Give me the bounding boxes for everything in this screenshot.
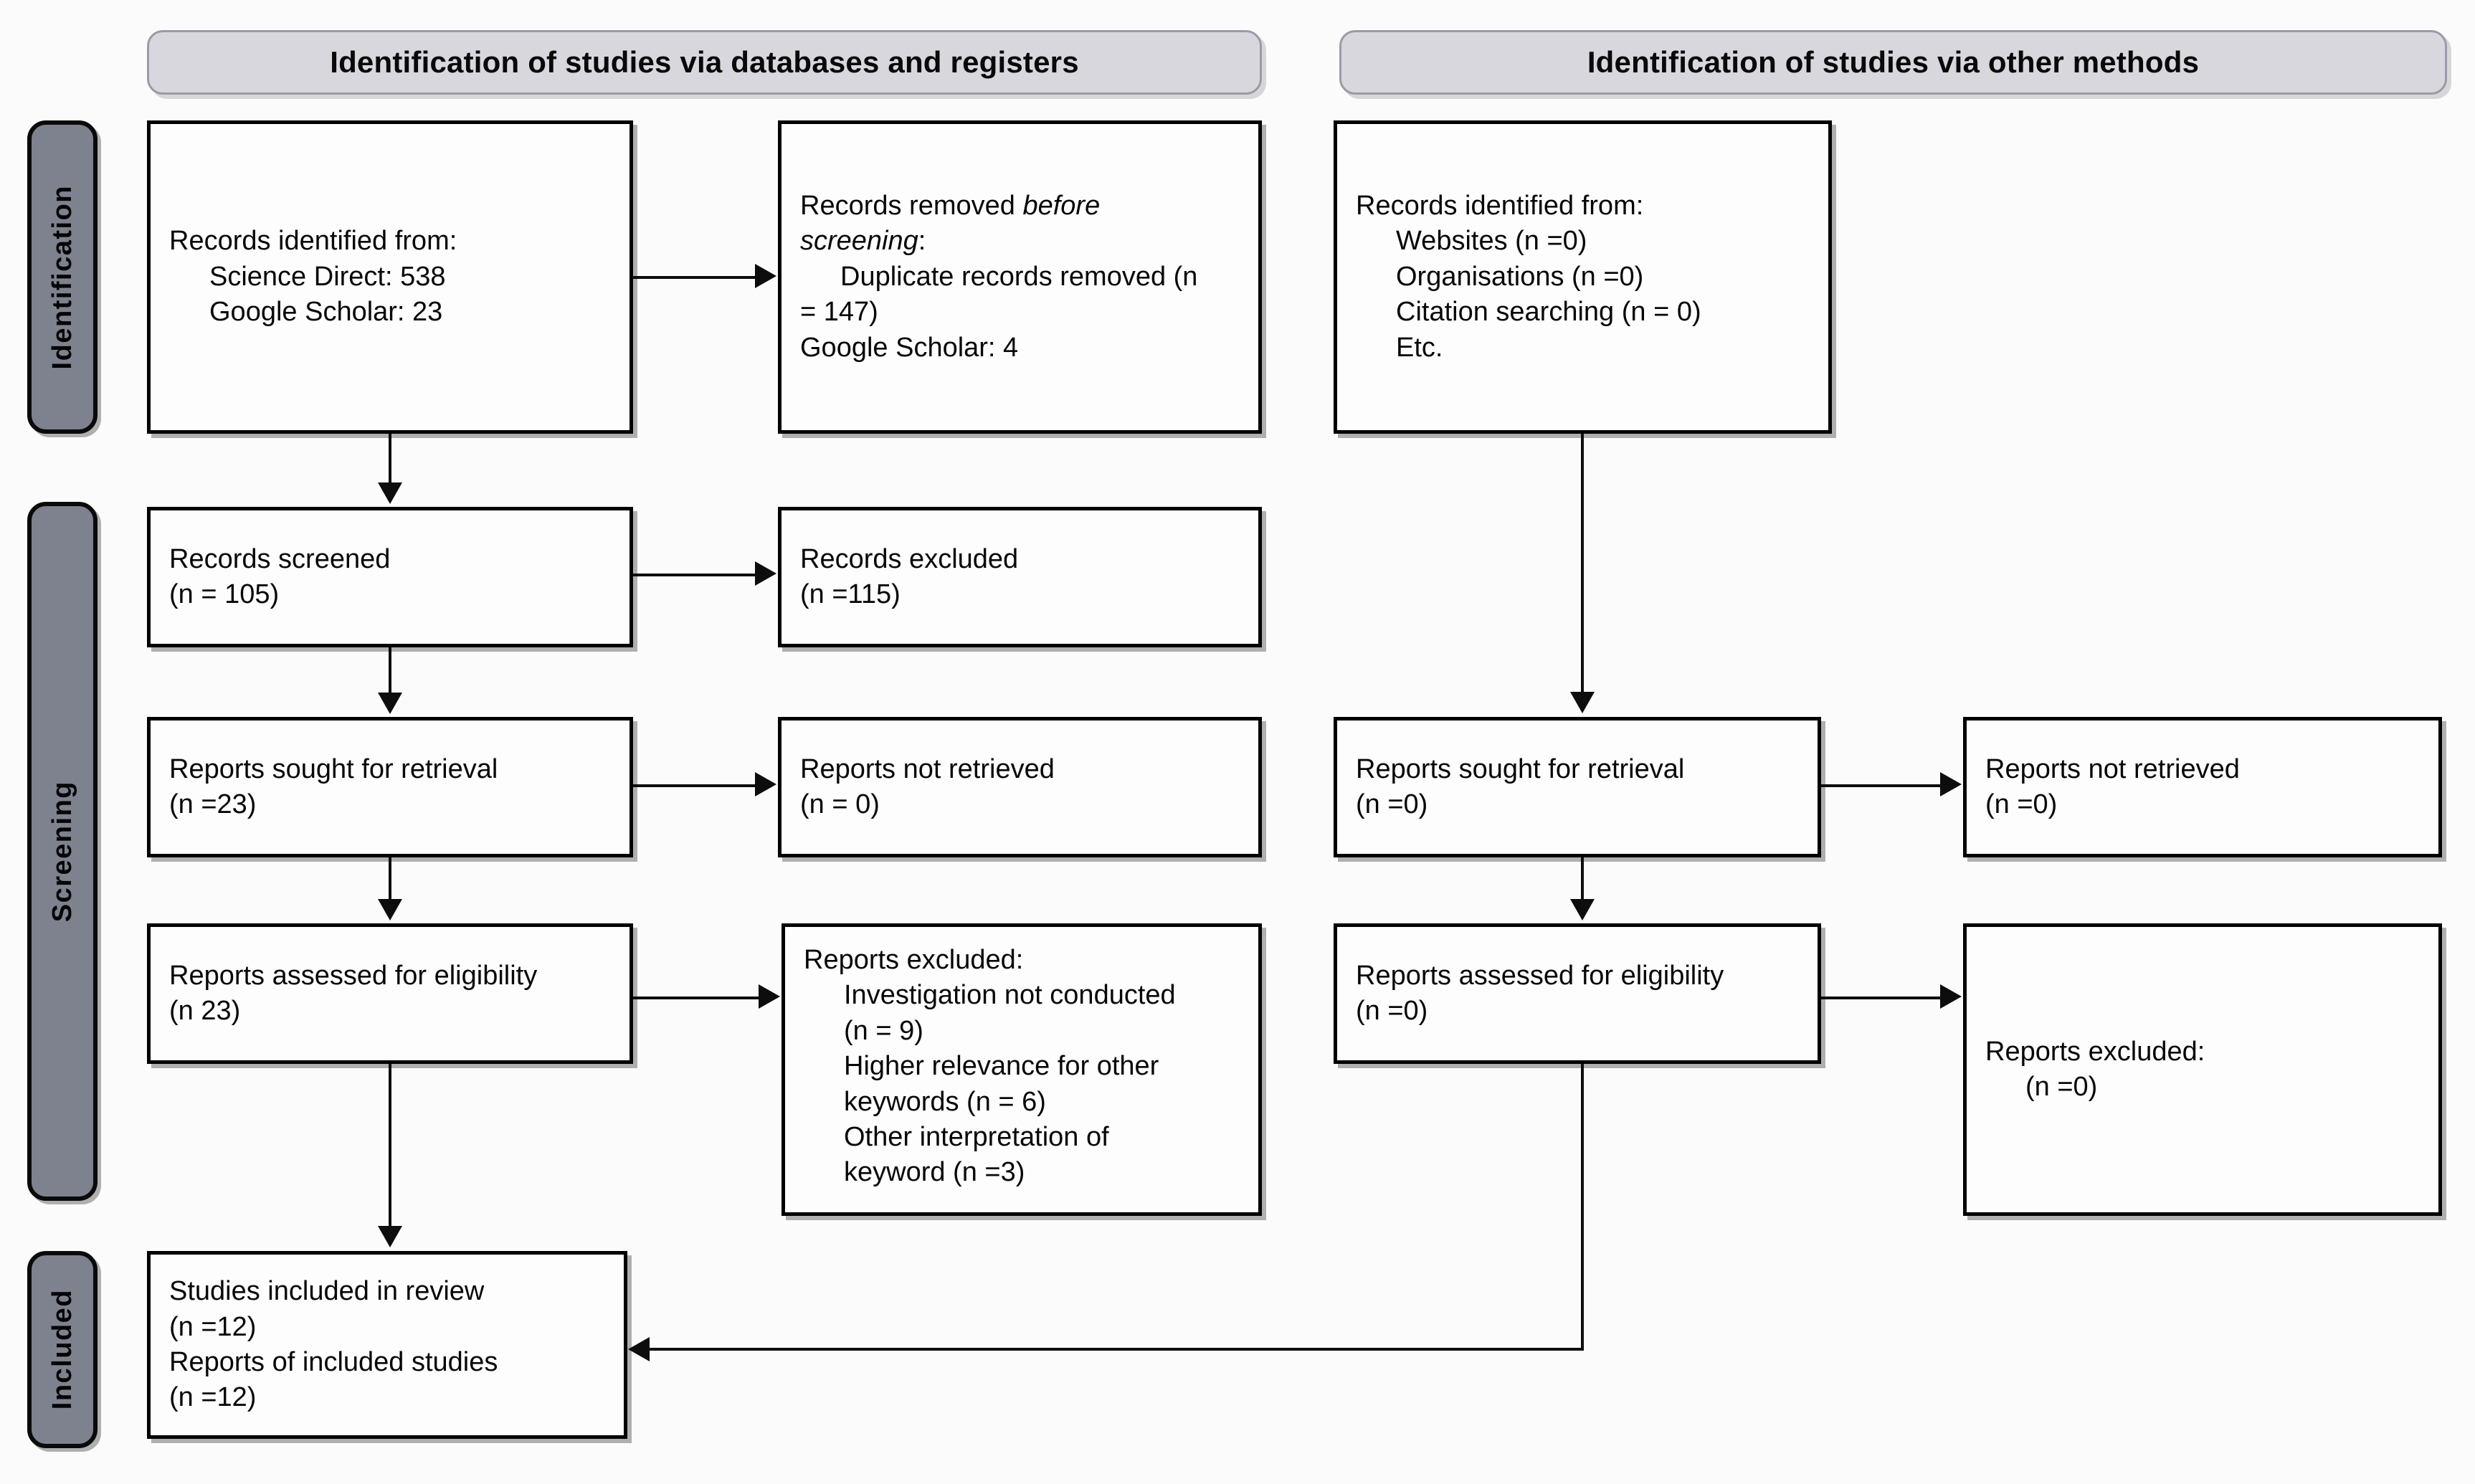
connector-assessed-to-included (389, 1064, 391, 1227)
arrowhead-down-sought-to-assessed (378, 899, 402, 921)
connector-other-sought-to-not-retrieved (1821, 784, 1942, 787)
box-line: Studies included in review (169, 1276, 485, 1307)
box-reports-sought-databases: Reports sought for retrieval (n =23) (147, 717, 633, 857)
arrowhead-down-assessed-to-included (378, 1226, 402, 1247)
phase-tab-included: Included (27, 1251, 98, 1448)
phase-tab-identification: Identification (27, 120, 98, 434)
box-studies-included-in-review: Studies included in review (n =12) Repor… (147, 1251, 627, 1439)
box-line: Science Direct: 538 (209, 261, 446, 292)
connector-screened-to-excluded (633, 574, 756, 576)
arrowhead-down-other-identified-to-sought (1570, 692, 1595, 713)
box-line: (n =0) (2025, 1072, 2098, 1102)
arrowhead-right-other-assessed-to-excluded (1940, 984, 1962, 1009)
box-line: Google Scholar: 23 (209, 297, 443, 328)
box-line: (n =0) (1985, 789, 2058, 819)
box-line: Websites (n =0) (1396, 226, 1587, 257)
box-reports-assessed-databases: Reports assessed for eligibility (n 23) (147, 923, 633, 1064)
box-line: Google Scholar: 4 (800, 332, 1019, 363)
connector-other-assessed-to-included-vertical (1581, 1064, 1584, 1351)
box-line: Organisations (n =0) (1396, 261, 1644, 292)
box-line: Records excluded (800, 543, 1019, 574)
arrowhead-down-other-sought-to-assessed (1570, 899, 1595, 921)
box-line: (n = 0) (800, 789, 880, 819)
box-line: (n 23) (169, 996, 241, 1026)
arrowhead-right-screened-to-excluded (755, 561, 776, 586)
connector-assessed-to-reports-excluded (633, 997, 760, 999)
box-line: Reports sought for retrieval (169, 753, 498, 784)
box-line: Etc. (1396, 332, 1443, 363)
connector-identified-to-screened (389, 434, 391, 485)
box-records-screened: Records screened (n = 105) (147, 507, 633, 647)
connector-other-sought-to-assessed (1581, 857, 1584, 902)
arrowhead-right-identified-to-removed (755, 264, 776, 288)
box-records-identified-databases: Records identified from: Science Direct:… (147, 120, 633, 434)
arrowhead-right-other-sought-to-not-retrieved (1940, 772, 1962, 796)
box-reports-excluded-databases: Reports excluded: Investigation not cond… (782, 923, 1262, 1216)
box-reports-assessed-other: Reports assessed for eligibility (n =0) (1334, 923, 1821, 1064)
box-line: (n =12) (169, 1382, 257, 1413)
box-line: Higher relevance for other (844, 1051, 1159, 1082)
box-line: Reports sought for retrieval (1356, 753, 1685, 784)
banner-other-methods: Identification of studies via other meth… (1339, 30, 2447, 95)
box-line: Reports excluded: (804, 945, 1024, 975)
box-line: Records removed before (800, 191, 1101, 222)
connector-sought-to-assessed (389, 857, 391, 902)
box-reports-excluded-other: Reports excluded: (n =0) (1963, 923, 2442, 1216)
box-line: (n =0) (1356, 996, 1428, 1026)
phase-tab-screening: Screening (27, 502, 98, 1201)
box-line: Records identified from: (169, 226, 457, 257)
box-line: Citation searching (n = 0) (1396, 297, 1701, 328)
box-line: Reports excluded: (1985, 1036, 2205, 1067)
box-line: Reports assessed for eligibility (1356, 960, 1724, 991)
arrowhead-right-sought-to-not-retrieved (755, 772, 776, 796)
arrowhead-left-other-assessed-to-included (628, 1337, 650, 1361)
box-reports-not-retrieved-databases: Reports not retrieved (n = 0) (778, 717, 1262, 857)
banner-other-methods-label: Identification of studies via other meth… (1587, 45, 2200, 79)
phase-tab-screening-label: Screening (47, 780, 77, 923)
box-line: Reports not retrieved (1985, 753, 2240, 784)
connector-other-identified-to-sought (1581, 434, 1584, 693)
connector-identified-to-removed (633, 276, 756, 279)
box-line: Reports assessed for eligibility (169, 960, 538, 991)
box-reports-sought-other: Reports sought for retrieval (n =0) (1334, 717, 1821, 857)
box-records-identified-other: Records identified from: Websites (n =0)… (1334, 120, 1832, 434)
connector-other-assessed-to-excluded (1821, 997, 1942, 999)
arrowhead-down-screened-to-sought (378, 693, 402, 714)
arrowhead-down-identified-to-screened (378, 482, 402, 504)
banner-databases-registers-label: Identification of studies via databases … (330, 45, 1079, 79)
box-records-removed-before-screening: Records removed before screening: Duplic… (778, 120, 1262, 434)
box-line: Records screened (169, 543, 391, 574)
box-line: (n = 105) (169, 579, 280, 609)
box-line: Records identified from: (1356, 191, 1644, 222)
box-line: (n =12) (169, 1311, 257, 1342)
box-line: keyword (n =3) (844, 1157, 1025, 1188)
box-records-excluded: Records excluded (n =115) (778, 507, 1262, 647)
box-reports-not-retrieved-other: Reports not retrieved (n =0) (1963, 717, 2442, 857)
box-line: Reports of included studies (169, 1347, 498, 1377)
box-line: Investigation not conducted (844, 980, 1176, 1011)
connector-screened-to-sought (389, 647, 391, 694)
arrowhead-right-assessed-to-reports-excluded (759, 984, 780, 1009)
box-line: keywords (n = 6) (844, 1086, 1046, 1117)
phase-tab-included-label: Included (47, 1289, 77, 1410)
box-line: Duplicate records removed (n (840, 261, 1198, 292)
banner-databases-registers: Identification of studies via databases … (147, 30, 1262, 95)
phase-tab-identification-label: Identification (47, 184, 77, 370)
box-line: (n =115) (800, 579, 901, 609)
box-line: (n = 9) (844, 1015, 923, 1046)
box-line: (n =0) (1356, 789, 1428, 819)
box-line: = 147) (800, 297, 878, 328)
connector-other-assessed-to-included-horizontal (650, 1348, 1584, 1351)
box-line: Reports not retrieved (800, 753, 1055, 784)
box-line: (n =23) (169, 789, 257, 819)
connector-sought-to-not-retrieved (633, 784, 756, 787)
box-line: screening: (800, 226, 926, 257)
box-line: Other interpretation of (844, 1121, 1109, 1152)
